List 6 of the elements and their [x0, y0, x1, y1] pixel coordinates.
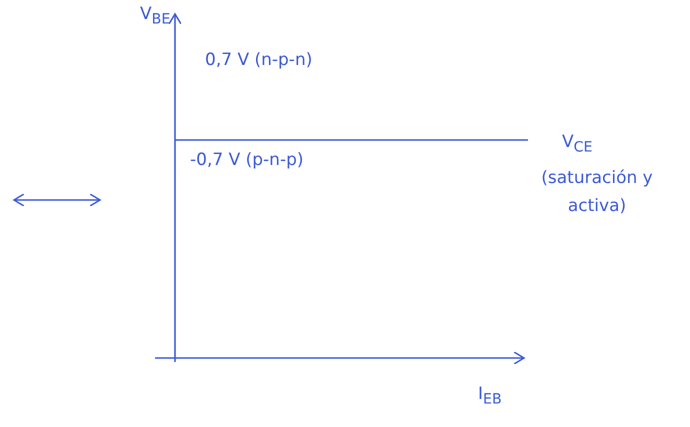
line-label: V$_{CE}$	[562, 132, 592, 156]
voltage-label: 0,7 V (n-p-n)	[205, 50, 312, 70]
axis-label: V$_{BE}$	[140, 4, 170, 28]
line-note: (saturación y activa)	[540, 167, 654, 218]
voltage-label: -0,7 V (p-n-p)	[190, 150, 304, 170]
axis-label: I$_{EB}$	[478, 384, 502, 408]
